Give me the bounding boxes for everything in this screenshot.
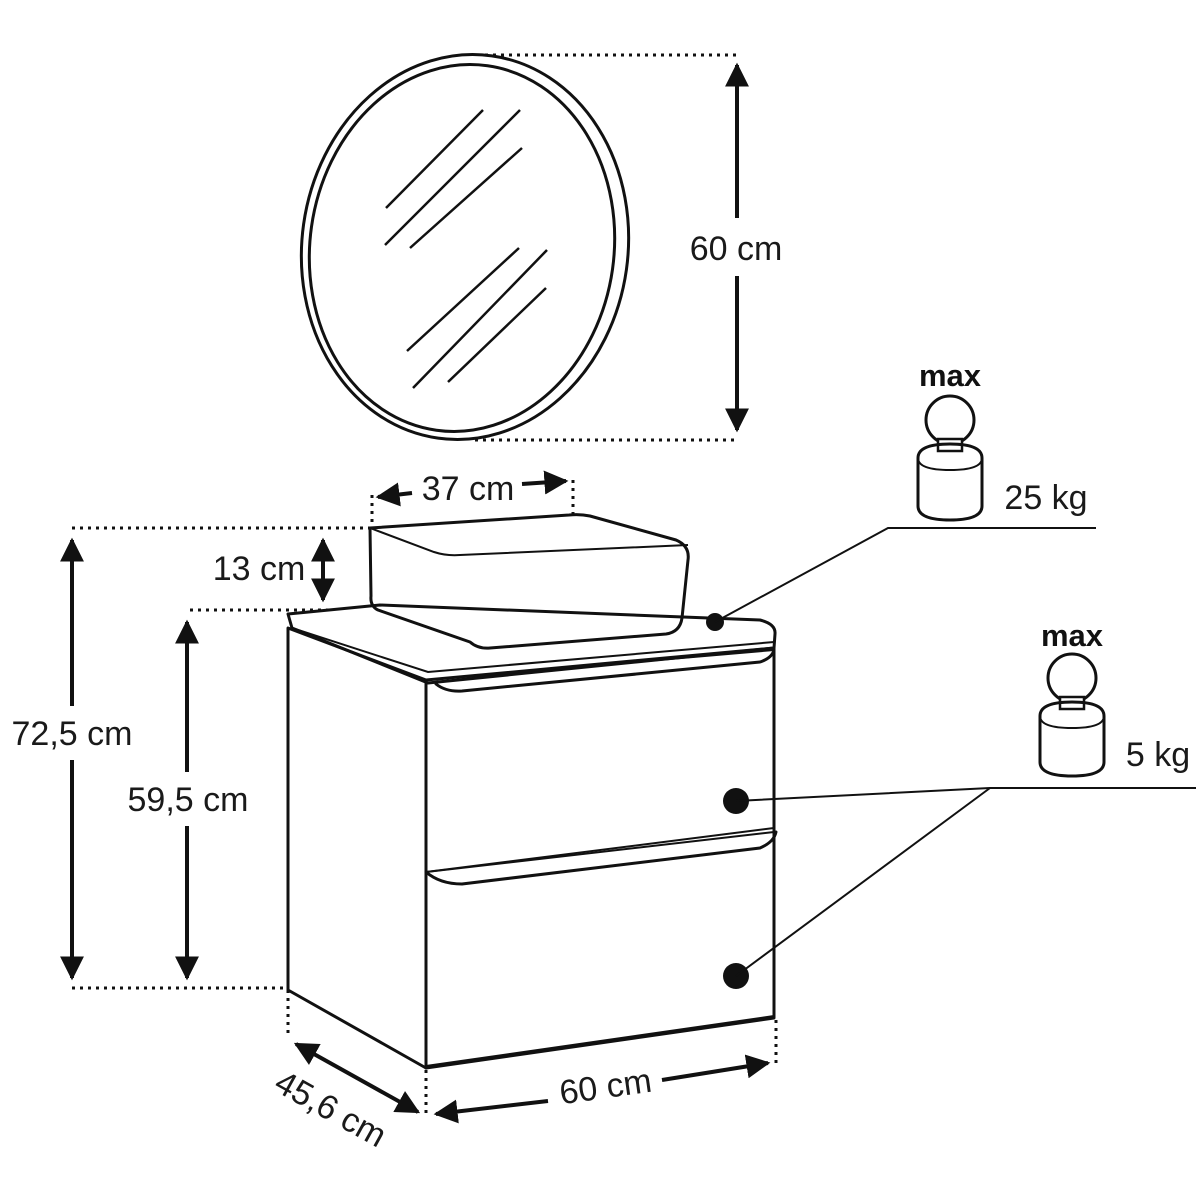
cabinet-width-dimension: 60 cm <box>433 1020 778 1124</box>
lower-drawer <box>424 830 778 1067</box>
cabinet-width-label: 60 cm <box>557 1062 654 1113</box>
drawer-load-max-label: max <box>1041 618 1104 653</box>
basin-width-label: 37 cm <box>422 470 515 508</box>
total-height-label: 72,5 cm <box>12 715 133 753</box>
top-load-max-label: max <box>919 358 982 393</box>
cabinet-depth-label: 45,6 cm <box>268 1063 392 1155</box>
drawer-load-callout: max 5 kg <box>723 618 1196 989</box>
cabinet-height-label: 59,5 cm <box>128 781 249 819</box>
mirror-reflection-lines <box>384 109 548 389</box>
vanity-cabinet <box>286 603 778 1070</box>
weight-icon <box>1038 652 1106 778</box>
weight-icon <box>916 394 984 522</box>
top-load-callout: max 25 kg <box>706 358 1096 631</box>
basin-width-dimension: 37 cm <box>370 470 575 528</box>
upper-drawer <box>425 648 776 873</box>
mirror-height-dimension: 60 cm <box>475 53 783 442</box>
round-mirror <box>299 53 631 441</box>
total-height-dimension: 72,5 cm <box>12 526 372 990</box>
cabinet-height-dimension: 59,5 cm <box>128 608 330 981</box>
cabinet-depth-dimension: 45,6 cm <box>268 990 428 1155</box>
basin-height-dimension: 13 cm <box>213 537 335 603</box>
basin-height-label: 13 cm <box>213 550 306 588</box>
top-load-value: 25 kg <box>1004 479 1087 517</box>
drawer-load-value: 5 kg <box>1126 736 1190 774</box>
vessel-basin <box>368 513 690 650</box>
mirror-height-label: 60 cm <box>690 230 783 268</box>
